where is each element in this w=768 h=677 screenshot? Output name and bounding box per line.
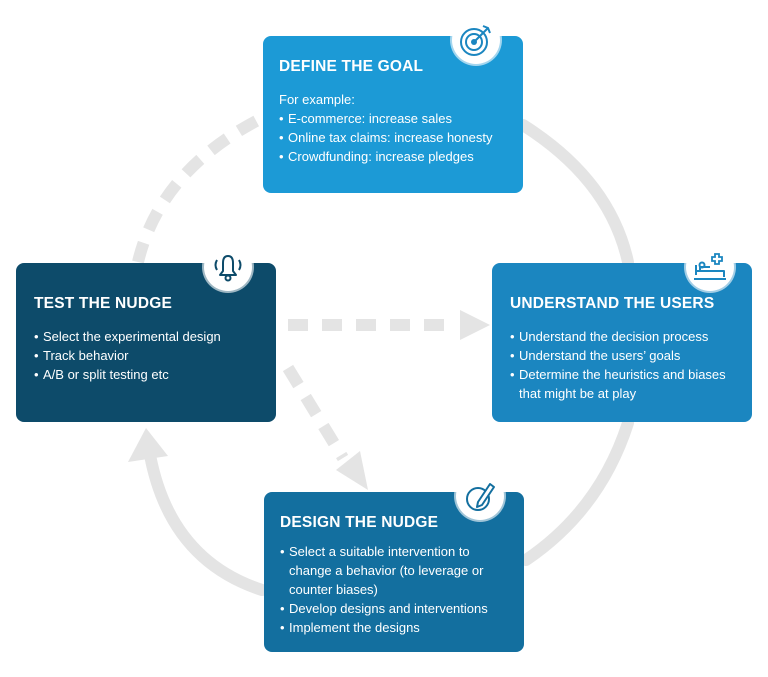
list-item: Track behavior [34,346,260,365]
list-item: Select a suitable intervention to change… [280,542,510,599]
card-define-goal: DEFINE THE GOAL For example: E-commerce:… [263,36,523,193]
dashed-arrowhead-users [460,310,490,340]
cycle-arc-bottom-right [520,417,634,566]
hospital-bed-icon [686,243,734,291]
card-list: Select the experimental design Track beh… [34,327,260,384]
list-item: E-commerce: increase sales [279,109,507,128]
list-item: Understand the decision process [510,327,738,346]
card-intro: For example: [279,92,355,107]
list-item: Understand the users’ goals [510,346,738,365]
card-list: Understand the decision process Understa… [510,327,738,403]
card-title: DESIGN THE NUDGE [280,514,439,531]
dashed-arrowhead-design [336,451,368,490]
card-list: E-commerce: increase sales Online tax cl… [279,109,507,166]
card-list: Select a suitable intervention to change… [280,542,510,637]
card-title: UNDERSTAND THE USERS [510,295,715,312]
pencil-circle-icon [456,472,504,520]
cycle-arc-bottom-left [144,449,268,596]
cycle-arc-top-left-dashed [132,112,265,264]
card-title: DEFINE THE GOAL [279,58,424,75]
card-title: TEST THE NUDGE [34,295,173,312]
list-item: A/B or split testing etc [34,365,260,384]
dashed-arrow-test-design [282,364,349,462]
cycle-arrowhead-test [128,428,168,462]
list-item: Select the experimental design [34,327,260,346]
list-item: Crowdfunding: increase pledges [279,147,507,166]
list-item: Develop designs and interventions [280,599,510,618]
cycle-arc-top-right [517,119,634,268]
bell-icon [204,243,252,291]
list-item: Online tax claims: increase honesty [279,128,507,147]
list-item: Determine the heuristics and biases that… [510,365,738,403]
list-item: Implement the designs [280,618,510,637]
target-icon [452,16,500,64]
